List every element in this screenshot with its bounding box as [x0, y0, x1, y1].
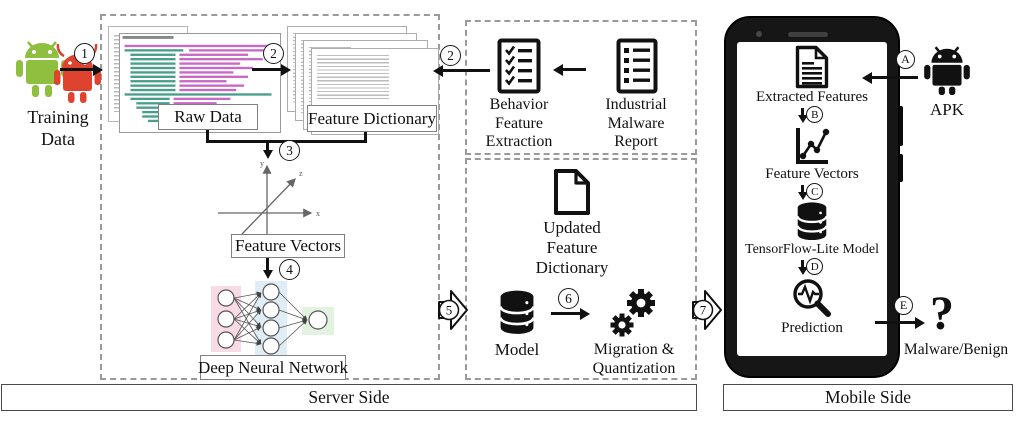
tflite-model-label: TensorFlow-Lite Model [745, 242, 879, 257]
arrow-step-2a [252, 68, 282, 71]
down-arrow-icon [800, 108, 805, 116]
updated-dictionary-file-icon [554, 169, 590, 215]
step-2b-badge: 2 [440, 45, 461, 66]
arrow-step-3 [266, 140, 269, 151]
dnn-label: Deep Neural Network [197, 357, 349, 377]
phone-screen: Extracted Features B Feature Vectors C [737, 42, 887, 356]
step-5-badge: 5 [446, 303, 453, 318]
feature-dictionary-label-box: Feature Dictionary [307, 105, 437, 132]
server-side-label: Server Side [308, 387, 390, 407]
malware-benign-label: Malware/Benign [903, 341, 1009, 358]
block-arrow-step-7: 7 [692, 290, 722, 330]
step-1-badge: 1 [74, 43, 95, 64]
training-data-label: Training Data [27, 107, 89, 149]
phone-power-button [899, 106, 903, 146]
industrial-report-list-icon [616, 38, 658, 94]
raw-data-label: Raw Data [174, 107, 242, 126]
server-side-panel: Server Side [1, 384, 697, 411]
behavior-extraction-checklist-icon [497, 38, 541, 94]
tflite-model-database-icon [796, 202, 828, 241]
arrow-step-6 [551, 312, 581, 315]
migration-gears-icon [610, 289, 655, 337]
axis-x-label: x [316, 209, 320, 218]
arrow-step-2b [442, 69, 490, 72]
step-C-badge: C [806, 183, 824, 200]
model-label: Model [494, 340, 540, 359]
arrow-step-1 [60, 68, 94, 71]
feature-vectors-mobile-label: Feature Vectors [765, 166, 859, 182]
model-migration-group [465, 158, 697, 380]
feature-vectors-chart-icon [796, 128, 830, 164]
step-E-badge: E [894, 296, 913, 315]
prediction-label: Prediction [781, 320, 843, 336]
axis-z-label: z [299, 169, 303, 178]
phone-camera-icon [756, 31, 762, 37]
raw-data-label-box: Raw Data [158, 104, 258, 130]
dnn-label-box: Deep Neural Network [197, 355, 349, 380]
mobile-side-panel: Mobile Side [723, 384, 1013, 411]
step-A-badge: A [896, 50, 915, 69]
step-7-badge: 7 [700, 303, 707, 318]
axis-y-label: y [260, 159, 264, 168]
extracted-features-document-icon [795, 45, 829, 89]
arrow-report-to-extraction [562, 68, 586, 71]
feature-vectors-label: Feature Vectors [235, 236, 341, 255]
phone-volume-button [899, 154, 903, 182]
report-extraction-group [465, 20, 697, 155]
arrow-step-E [875, 321, 916, 324]
prediction-magnifier-icon [793, 279, 831, 317]
connector-rawdata-down [206, 130, 209, 143]
3d-axes-icon: y x z [218, 159, 320, 235]
phone-speaker-icon [788, 32, 828, 37]
smartphone-frame: Extracted Features B Feature Vectors C [724, 16, 903, 378]
down-arrow-icon [800, 260, 805, 268]
step-3-badge: 3 [279, 140, 300, 161]
migration-quantization-label: Migration & Quantization [592, 341, 676, 377]
behavior-extraction-label: Behavior Feature Extraction [485, 96, 553, 150]
down-arrow-icon [800, 185, 805, 193]
step-B-badge: B [806, 106, 824, 123]
mobile-side-label: Mobile Side [824, 387, 912, 407]
feature-dictionary-label: Feature Dictionary [308, 108, 436, 128]
step-C: C [800, 183, 824, 201]
arrow-step-A [871, 76, 918, 79]
step-D: D [800, 258, 824, 276]
updated-dictionary-label: Updated Feature Dictionary [535, 218, 609, 277]
step-4-badge: 4 [279, 259, 300, 280]
step-D-badge: D [806, 258, 824, 275]
connector-dictionary-down [364, 132, 367, 143]
question-mark: ? [930, 287, 954, 340]
step-2a-badge: 2 [263, 43, 284, 64]
block-arrow-step-5: 5 [438, 290, 468, 330]
apk-android-icon [924, 46, 970, 95]
step-6-badge: 6 [558, 288, 579, 309]
neural-network-icon [211, 281, 334, 357]
feature-vectors-label-box: Feature Vectors [231, 234, 345, 258]
industrial-report-label: Industrial Malware Report [605, 96, 667, 150]
arrow-step-4 [266, 258, 269, 271]
step-B: B [800, 106, 824, 124]
model-database-icon [499, 290, 535, 334]
extracted-features-label: Extracted Features [755, 89, 869, 105]
apk-label: APK [929, 100, 964, 119]
android-green-icon [16, 41, 68, 97]
